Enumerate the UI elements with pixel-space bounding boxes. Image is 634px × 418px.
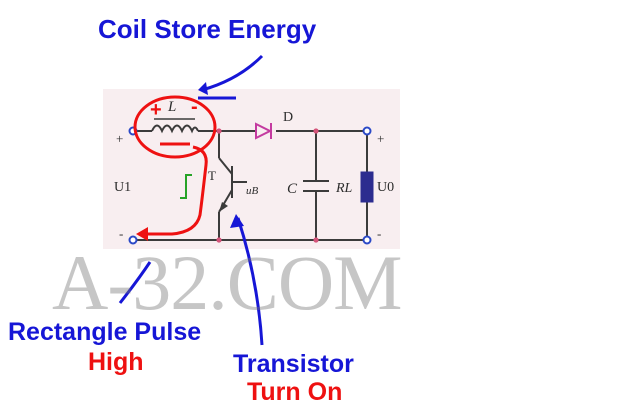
coil-plus-sign: + <box>150 99 162 121</box>
load-resistor <box>360 171 374 203</box>
pulse-icon <box>180 174 192 199</box>
blue-annotation-lines <box>118 54 264 346</box>
input-voltage-label: U1 <box>114 180 131 195</box>
rectangle-pulse-label: Rectangle Pulse <box>8 318 202 346</box>
inductor-label: L <box>167 99 176 115</box>
current-path-arrowhead <box>136 227 148 241</box>
circuit-panel <box>103 89 400 249</box>
inductor-coil <box>151 124 199 134</box>
capacitor-label: C <box>287 181 298 197</box>
coil-store-energy-label: Coil Store Energy <box>98 14 317 44</box>
junction-nodes <box>216 128 319 243</box>
diode-label: D <box>283 110 293 125</box>
pulse-label-arrow <box>118 261 152 304</box>
transistor-label: T <box>208 168 216 183</box>
coil-highlight-circle <box>133 95 217 159</box>
title-arrow <box>201 54 264 92</box>
circuit-wires <box>133 130 368 241</box>
watermark-text: A-32.COM <box>52 239 403 326</box>
title-arrowhead <box>198 82 208 95</box>
transistor-emitter-arrow <box>219 202 228 212</box>
load-label: RL <box>335 181 353 196</box>
capacitor <box>303 180 329 192</box>
pulse-high-label: High <box>88 348 144 376</box>
diode <box>255 122 273 140</box>
output-minus-label: - <box>377 226 381 241</box>
coil-minus-sign: - <box>191 96 198 118</box>
transistor-label-arrow <box>236 217 264 346</box>
base-voltage-label: uB <box>246 185 259 197</box>
input-minus-label: - <box>119 226 123 241</box>
output-voltage-label: U0 <box>377 180 394 195</box>
transistor-label-text: Transistor <box>233 350 354 378</box>
input-plus-label: + <box>116 131 123 146</box>
transistor-turn-on-label: Turn On <box>247 378 343 406</box>
transistor-arrowhead <box>230 214 244 228</box>
current-path-arrow <box>140 145 208 236</box>
output-plus-label: + <box>377 131 384 146</box>
